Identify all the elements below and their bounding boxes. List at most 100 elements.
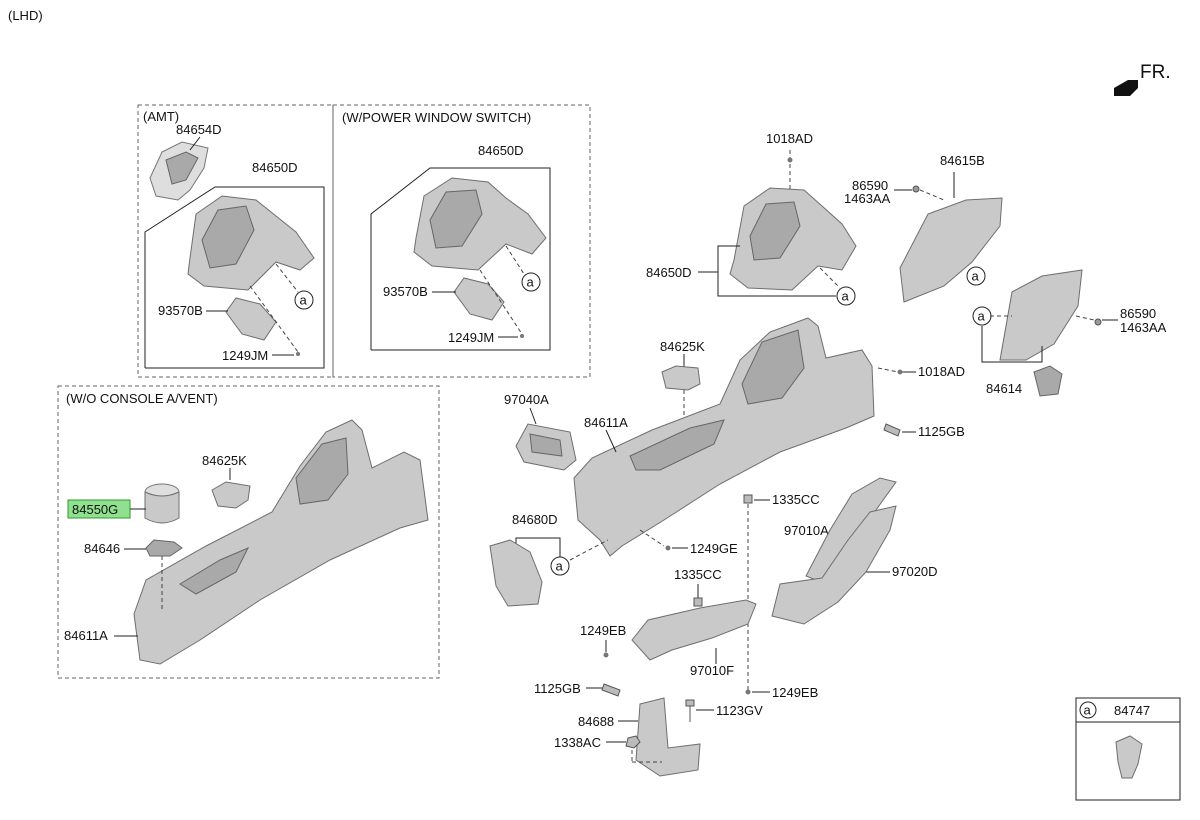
legend-label-84747[interactable]: 84747 [1114, 703, 1150, 718]
bolt-1018AD-right [897, 369, 903, 375]
amt-shift-boot-ring[interactable] [149, 141, 209, 201]
mat-84646[interactable] [145, 539, 183, 557]
clip-84747-icon [1115, 735, 1143, 779]
label-1018AD-right[interactable]: 1018AD [918, 364, 965, 379]
callout-a-84614-letter: a [978, 309, 986, 324]
callout-a-main-letter: a [842, 289, 850, 304]
novent-clip-84625K[interactable] [211, 481, 251, 509]
bolt-1125GB-right [883, 423, 901, 437]
pw-shift-bezel[interactable] [413, 177, 547, 271]
label-1123GV[interactable]: 1123GV [716, 703, 763, 718]
variant-label: (LHD) [8, 8, 43, 23]
amt-bracket [144, 186, 325, 369]
no-vent-section-frame [57, 385, 440, 679]
console-84611A-novent[interactable] [133, 419, 429, 665]
label-1249JM-pw[interactable]: 1249JM [448, 330, 494, 345]
label-97010F[interactable]: 97010F [690, 663, 734, 678]
side-cover-84614[interactable] [999, 269, 1083, 397]
label-1249JM-amt[interactable]: 1249JM [222, 348, 268, 363]
side-trim-84680D[interactable] [489, 539, 543, 607]
label-1249EB-left[interactable]: 1249EB [580, 623, 626, 638]
label-84550G[interactable]: 84550G [72, 502, 118, 517]
label-93570B-pw[interactable]: 93570B [383, 284, 428, 299]
label-1249EB-bottom[interactable]: 1249EB [772, 685, 818, 700]
bolt-1018AD-top [787, 157, 793, 163]
fastener-86590-a [912, 185, 920, 193]
pw-switch-93570B[interactable] [453, 277, 505, 321]
air-vent-97040A[interactable] [515, 423, 577, 471]
label-1125GB-bottom[interactable]: 1125GB [534, 681, 581, 696]
screw-1249EB-bottom [745, 689, 751, 695]
label-84688[interactable]: 84688 [578, 714, 614, 729]
label-84650D-amt[interactable]: 84650D [252, 160, 298, 175]
label-86590-a[interactable]: 86590 [852, 178, 888, 193]
amt-section-title: (AMT) [143, 109, 179, 124]
amt-section-frame [137, 104, 334, 378]
callout-a-84680D [550, 556, 570, 576]
label-84611A-novent[interactable]: 84611A [64, 628, 108, 643]
label-84625K-novent[interactable]: 84625K [202, 453, 247, 468]
label-97020D[interactable]: 97020D [892, 564, 938, 579]
label-84615B[interactable]: 84615B [940, 153, 985, 168]
label-1338AC[interactable]: 1338AC [554, 735, 601, 750]
clip-84625K-main[interactable] [661, 365, 701, 391]
label-86590-b[interactable]: 86590 [1120, 306, 1156, 321]
label-1249GE[interactable]: 1249GE [690, 541, 738, 556]
nut-1338AC [625, 735, 641, 749]
callout-a-84680D-letter: a [556, 559, 564, 574]
label-1335CC-mid[interactable]: 1335CC [674, 567, 722, 582]
power-window-section-frame [332, 104, 591, 378]
duct-97010F[interactable] [631, 599, 757, 661]
no-vent-section-title: (W/O CONSOLE A/VENT) [66, 391, 218, 406]
cover-84614-bracket [981, 326, 1043, 363]
label-84650D-pw[interactable]: 84650D [478, 143, 524, 158]
label-1125GB-right[interactable]: 1125GB [918, 424, 965, 439]
label-1335CC-right[interactable]: 1335CC [772, 492, 820, 507]
main-bezel-bracket [717, 245, 836, 297]
callout-a-84615B [966, 266, 986, 286]
legend-callout-box: a 84747 [1075, 697, 1181, 801]
fastener-86590-b [1094, 318, 1102, 326]
bolt-1123GV [685, 699, 695, 722]
label-1463AA-b[interactable]: 1463AA [1120, 320, 1167, 335]
label-84650D-main[interactable]: 84650D [646, 265, 692, 280]
label-84614[interactable]: 84614 [986, 381, 1022, 396]
label-84611A-main[interactable]: 84611A [584, 415, 628, 430]
clip-1335CC-mid [693, 597, 703, 607]
front-direction-indicator: FR. [1114, 62, 1171, 96]
callout-a-pw-letter: a [527, 275, 535, 290]
label-84625K-main[interactable]: 84625K [660, 339, 705, 354]
callout-a-84615B-letter: a [972, 269, 980, 284]
callout-a-amt [294, 290, 314, 310]
cup-holder-84550G[interactable] [144, 483, 180, 524]
amt-shift-bezel[interactable] [187, 195, 315, 291]
label-84654D-amt[interactable]: 84654D [176, 122, 222, 137]
label-1463AA-a[interactable]: 1463AA [844, 191, 891, 206]
callout-a-amt-letter: a [300, 293, 308, 308]
callout-a-pw [521, 272, 541, 292]
power-window-section-title: (W/POWER WINDOW SWITCH) [342, 110, 531, 125]
clip-1335CC-right [743, 494, 753, 504]
label-97010A[interactable]: 97010A [784, 523, 829, 538]
main-console-84611A[interactable] [573, 317, 875, 557]
pw-bracket [370, 167, 551, 351]
front-arrow-icon [1114, 80, 1138, 96]
screw-1249EB-left [603, 652, 609, 658]
front-label: FR. [1140, 62, 1171, 83]
callout-a-main [836, 286, 856, 306]
bracket-84688[interactable] [635, 697, 701, 777]
screw-1249GE [665, 545, 671, 551]
amt-switch-93570B[interactable] [225, 297, 277, 341]
bolt-1125GB-bottom [601, 683, 621, 697]
legend-callout-letter: a [1084, 703, 1092, 718]
duct-97020D[interactable] [771, 505, 897, 625]
label-93570B-amt[interactable]: 93570B [158, 303, 203, 318]
label-84680D[interactable]: 84680D [512, 512, 558, 527]
screw-1249JM-pw [520, 334, 524, 338]
screw-1249JM-amt [296, 352, 300, 356]
label-97040A[interactable]: 97040A [504, 392, 549, 407]
label-1018AD-top[interactable]: 1018AD [766, 131, 813, 146]
side-cover-84615B[interactable] [899, 197, 1003, 303]
main-shift-bezel-84650D[interactable] [729, 187, 857, 291]
